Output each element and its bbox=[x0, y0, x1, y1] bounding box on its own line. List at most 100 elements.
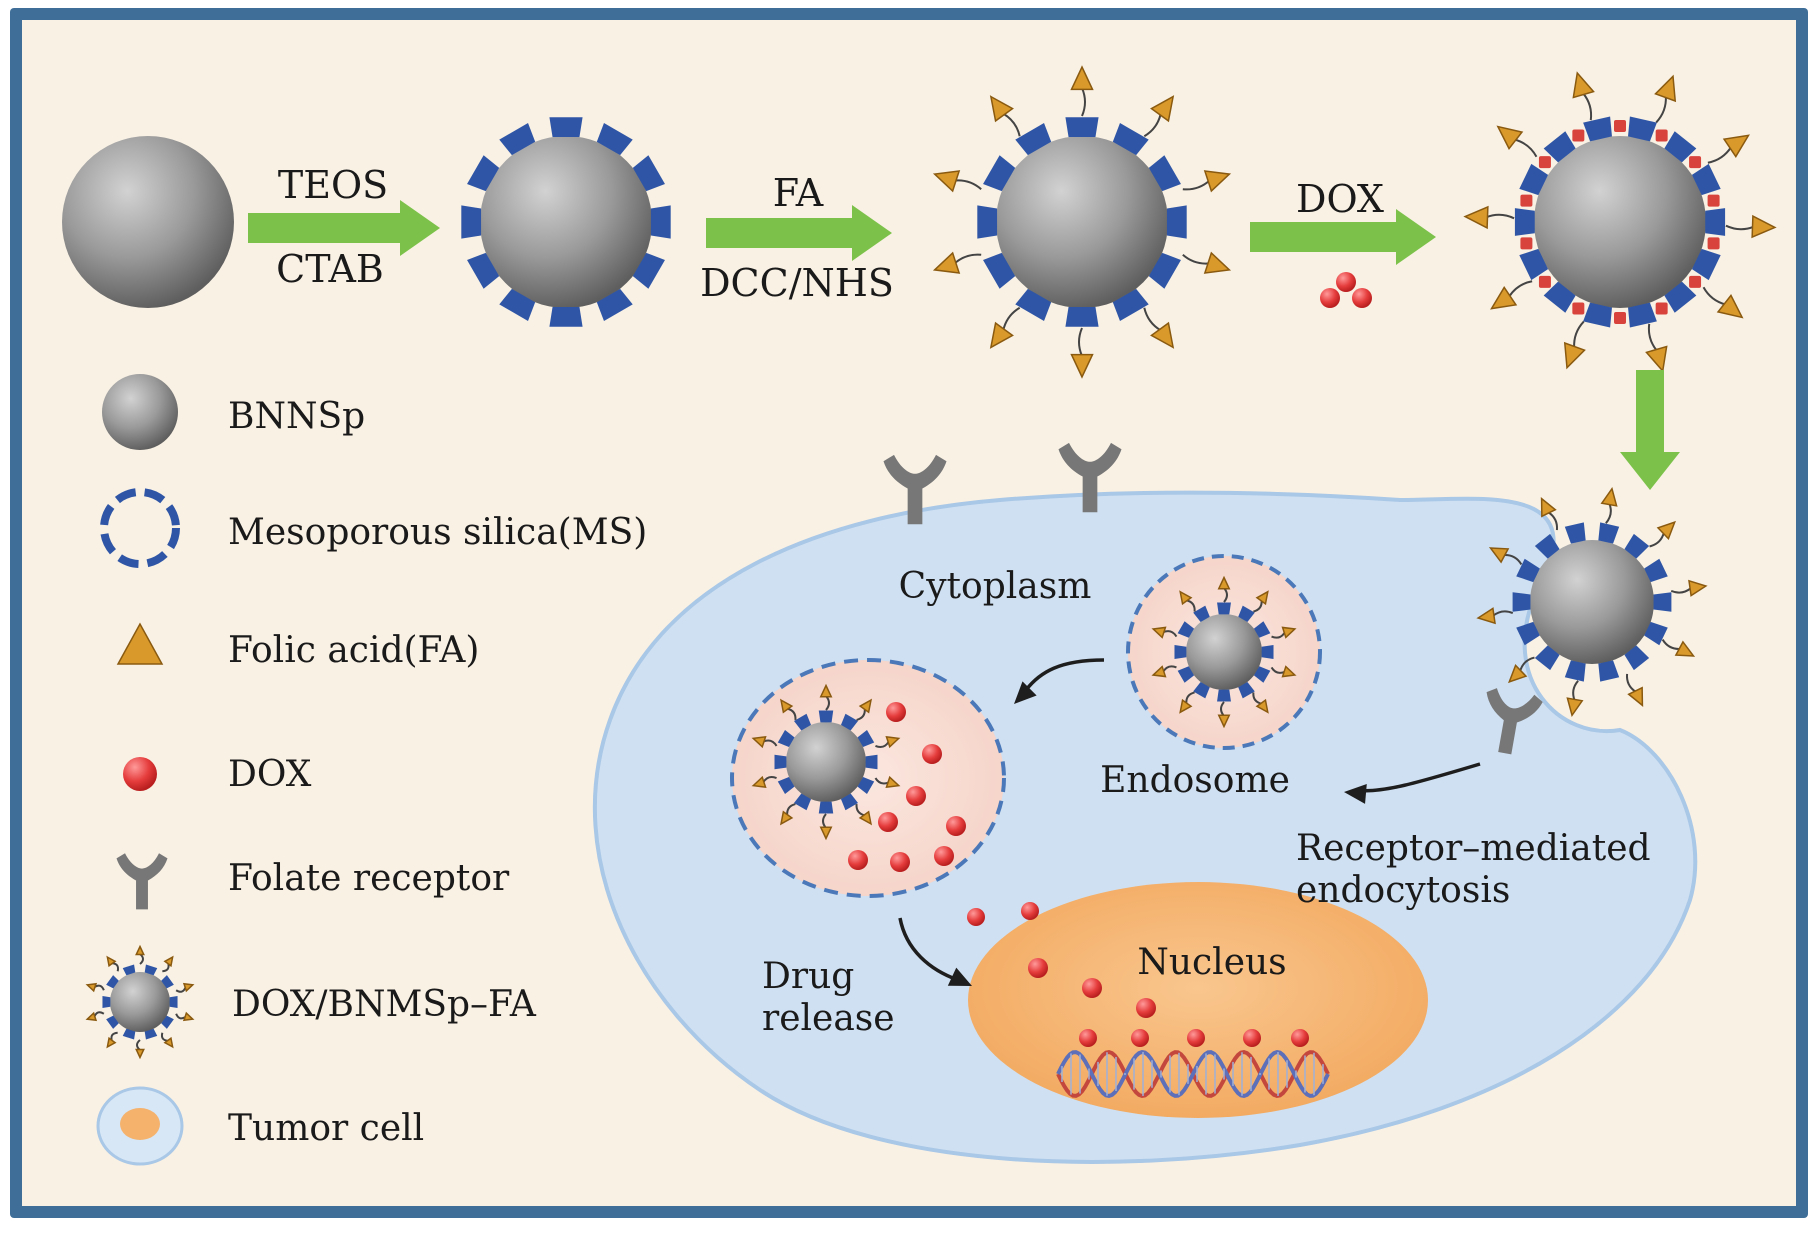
dox-loaded-mark bbox=[1572, 129, 1585, 142]
silica-segment bbox=[122, 964, 136, 976]
silica-segment bbox=[549, 117, 583, 138]
folic-acid-triangle bbox=[1563, 341, 1586, 370]
arrow-to-late-endosome bbox=[1014, 658, 1105, 704]
folic-acid-triangle bbox=[932, 251, 961, 274]
drug-release-label-line-1: Drug bbox=[762, 956, 854, 997]
ligand-linker bbox=[1182, 179, 1211, 191]
legend-label-folate-receptor: Folate receptor bbox=[228, 858, 510, 899]
arrow-head bbox=[1014, 681, 1037, 704]
silica-segment bbox=[1583, 302, 1612, 328]
silica-segment bbox=[857, 776, 875, 795]
folic-acid-triangle bbox=[1645, 345, 1668, 373]
folic-acid-triangle bbox=[182, 982, 195, 993]
silica-segment bbox=[840, 713, 859, 731]
folic-acid-triangle bbox=[1654, 74, 1677, 103]
folate-receptor bbox=[1486, 688, 1543, 755]
folic-acid-triangle bbox=[1674, 640, 1696, 657]
folic-acid-triangle bbox=[885, 775, 901, 789]
cytoplasm-label: Cytoplasm bbox=[899, 566, 1092, 607]
silica-segment bbox=[596, 288, 633, 321]
dox-molecule bbox=[1352, 288, 1372, 308]
dox-loaded-mark bbox=[1689, 275, 1702, 288]
folic-acid-triangle bbox=[1540, 497, 1557, 518]
dox-molecule bbox=[848, 850, 868, 870]
dox-bnmsp-fa-particle-icon bbox=[85, 944, 195, 1060]
silica-segment bbox=[1664, 131, 1697, 163]
ligand-linker bbox=[953, 253, 982, 265]
silica-segment bbox=[650, 205, 671, 239]
silica-segment bbox=[549, 306, 583, 327]
silica-segment bbox=[106, 975, 119, 989]
step-1-bottom-label: CTAB bbox=[276, 247, 384, 291]
silica-segment bbox=[1112, 288, 1149, 321]
silica-segment bbox=[632, 155, 665, 192]
silica-segment bbox=[1664, 281, 1697, 313]
folic-acid-triangle bbox=[1255, 590, 1269, 606]
silica-segment bbox=[499, 288, 536, 321]
folic-acid-triangle bbox=[1751, 214, 1777, 239]
folic-acid-triangle bbox=[1070, 65, 1094, 91]
arrow-curve bbox=[898, 917, 959, 982]
nucleus-label: Nucleus bbox=[1137, 942, 1286, 983]
silica-segment bbox=[774, 754, 787, 770]
dox-loaded-mark bbox=[1689, 156, 1702, 169]
ligand-linker bbox=[1508, 280, 1533, 298]
ligand-linker bbox=[1002, 306, 1021, 331]
bnnsp-core bbox=[1186, 614, 1262, 690]
folic-acid-triangle bbox=[1179, 698, 1193, 714]
folic-acid-triangle bbox=[932, 170, 961, 193]
silica-segment bbox=[1644, 558, 1668, 583]
dox-molecule bbox=[123, 757, 157, 791]
silica-segment bbox=[1514, 208, 1535, 236]
silica-segment bbox=[1519, 248, 1549, 281]
folic-acid-triangle bbox=[1150, 321, 1175, 349]
arrow-head bbox=[1344, 783, 1367, 804]
silica-segment bbox=[1238, 681, 1255, 699]
silica-segment bbox=[857, 729, 875, 748]
folic-acid-triangle bbox=[1203, 170, 1232, 193]
folate-receptor bbox=[116, 853, 168, 910]
dox-loaded-mark bbox=[1707, 194, 1720, 207]
silica-segment bbox=[1534, 645, 1560, 671]
ligand-linker bbox=[1143, 307, 1162, 332]
dox-molecule bbox=[890, 852, 910, 872]
silica-segment bbox=[818, 801, 834, 814]
arrow-endocytosis bbox=[1344, 762, 1481, 804]
dox-loaded-mark bbox=[1520, 194, 1533, 207]
ligand-linker bbox=[1078, 327, 1083, 357]
silica-segment bbox=[1112, 123, 1149, 156]
folic-acid-triangle bbox=[1490, 286, 1518, 310]
silica-segment bbox=[1691, 163, 1721, 196]
dox-molecule bbox=[922, 744, 942, 764]
legend-label-tumor-cell: Tumor cell bbox=[228, 1108, 424, 1149]
ligand-linker bbox=[1647, 323, 1658, 352]
dox-molecule bbox=[1021, 902, 1039, 920]
dox-molecule bbox=[1082, 978, 1102, 998]
dox-molecule bbox=[1291, 1029, 1309, 1047]
silica-segment bbox=[1148, 155, 1181, 192]
folic-acid-triangle bbox=[989, 321, 1014, 349]
mesoporous-silica-ring-icon bbox=[100, 488, 180, 568]
ligand-linker bbox=[1182, 253, 1210, 265]
folic-acid-triangle bbox=[106, 955, 117, 968]
silica-segment bbox=[1174, 645, 1187, 659]
dox-loaded-mark bbox=[1614, 312, 1626, 324]
receptor-shape bbox=[1058, 442, 1122, 513]
folic-acid-triangle bbox=[1179, 590, 1193, 606]
dox-loaded-mark bbox=[1707, 237, 1720, 250]
arrow-head bbox=[947, 967, 972, 986]
dox-loaded-mark bbox=[1655, 129, 1668, 142]
tumor-cell-icon-nucleus bbox=[120, 1108, 160, 1140]
dox-loaded-mark bbox=[1538, 275, 1551, 288]
silica-segment bbox=[1583, 116, 1612, 142]
step-2-top-label: FA bbox=[773, 171, 824, 215]
dox-bnmsp-fa-particle bbox=[1463, 71, 1777, 373]
entering-particle bbox=[1476, 487, 1708, 717]
folic-acid-triangle bbox=[1217, 575, 1231, 590]
ligand-linker bbox=[1081, 87, 1086, 117]
folic-acid-triangle bbox=[1566, 697, 1584, 717]
dox-molecule bbox=[967, 908, 985, 926]
folic-acid-triangle bbox=[1488, 547, 1510, 564]
bnnsp-core bbox=[786, 722, 866, 802]
folic-acid-triangle bbox=[1627, 686, 1644, 707]
